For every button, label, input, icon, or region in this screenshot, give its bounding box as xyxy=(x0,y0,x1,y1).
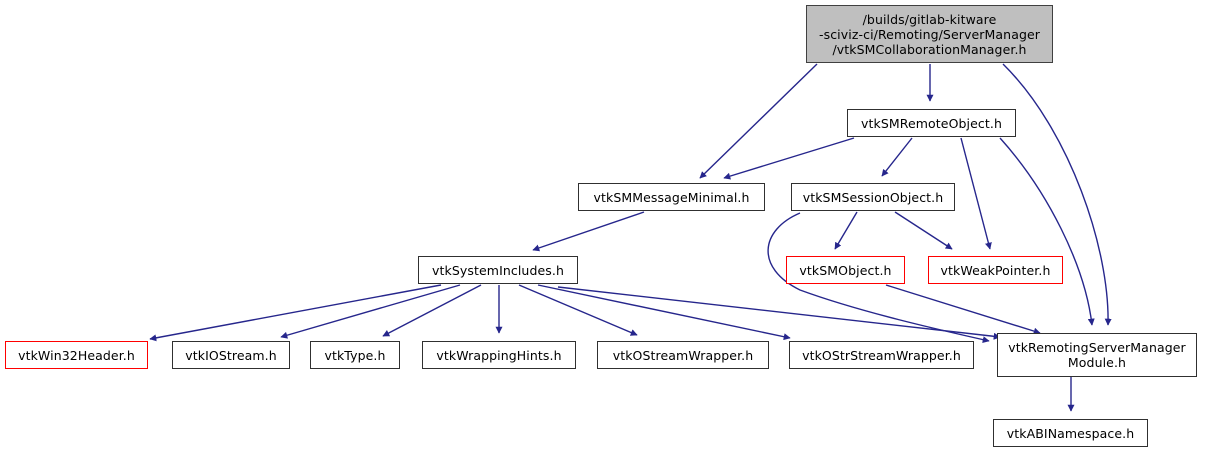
edge-remoteobject-to-modulerh xyxy=(999,137,1095,326)
node-ostrstreamwrapper[interactable]: vtkOStrStreamWrapper.h xyxy=(789,341,974,369)
edge-paths xyxy=(149,63,1112,412)
node-label: vtkRemotingServerManager Module.h xyxy=(1008,340,1186,370)
edge-root-to-messageminimal xyxy=(699,63,818,179)
edge-sessionobject-to-weakpointer xyxy=(894,211,953,250)
node-label: vtkWin32Header.h xyxy=(18,347,135,363)
node-label: /builds/gitlab-kitware -sciviz-ci/Remoti… xyxy=(818,11,1041,57)
node-wrappinghints[interactable]: vtkWrappingHints.h xyxy=(422,341,576,369)
node-label: vtkType.h xyxy=(324,347,386,363)
node-root[interactable]: /builds/gitlab-kitware -sciviz-ci/Remoti… xyxy=(806,5,1053,63)
edge-systemincludes-to-iostream xyxy=(280,284,461,339)
node-win32header[interactable]: vtkWin32Header.h xyxy=(5,341,148,369)
node-label: vtkSMSessionObject.h xyxy=(802,189,944,205)
node-messageminimal[interactable]: vtkSMMessageMinimal.h xyxy=(578,183,765,211)
node-label: vtkWrappingHints.h xyxy=(436,347,562,363)
node-label: vtkIOStream.h xyxy=(185,347,277,363)
node-abinamespace[interactable]: vtkABINamespace.h xyxy=(993,419,1148,447)
node-ostreamwrapper[interactable]: vtkOStreamWrapper.h xyxy=(597,341,769,369)
edge-systemincludes-to-ostrstreamwrapper xyxy=(537,284,791,341)
node-label: vtkSMMessageMinimal.h xyxy=(593,189,750,205)
edge-systemincludes-to-vtktype xyxy=(382,284,482,337)
edge-root-to-modulerh xyxy=(1002,63,1112,326)
edge-smobject-to-modulerh xyxy=(885,284,1041,335)
edge-remoteobject-to-sessionobject xyxy=(881,137,913,177)
edge-sessionobject-to-smobject xyxy=(834,211,858,250)
node-label: vtkSMObject.h xyxy=(799,262,892,278)
edge-remoteobject-to-weakpointer xyxy=(960,137,992,250)
node-label: vtkWeakPointer.h xyxy=(940,262,1051,278)
node-label: vtkSystemIncludes.h xyxy=(432,262,564,278)
node-vtktype[interactable]: vtkType.h xyxy=(310,341,400,369)
node-label: vtkOStrStreamWrapper.h xyxy=(802,347,961,363)
node-sessionobject[interactable]: vtkSMSessionObject.h xyxy=(791,183,955,211)
node-iostream[interactable]: vtkIOStream.h xyxy=(172,341,290,369)
node-label: vtkOStreamWrapper.h xyxy=(612,347,754,363)
edge-systemincludes-to-modulerh xyxy=(557,286,1001,340)
node-modulerh[interactable]: vtkRemotingServerManager Module.h xyxy=(997,333,1197,377)
node-smobject[interactable]: vtkSMObject.h xyxy=(786,256,905,284)
node-label: vtkSMRemoteObject.h xyxy=(861,115,1002,131)
edge-systemincludes-to-win32header xyxy=(149,284,442,342)
node-weakpointer[interactable]: vtkWeakPointer.h xyxy=(928,256,1063,284)
node-remoteobject[interactable]: vtkSMRemoteObject.h xyxy=(847,109,1016,137)
edge-remoteobject-to-messageminimal xyxy=(723,137,855,180)
edge-systemincludes-to-ostreamwrapper xyxy=(518,284,638,336)
node-label: vtkABINamespace.h xyxy=(1006,425,1135,441)
node-systemincludes[interactable]: vtkSystemIncludes.h xyxy=(418,256,578,284)
edge-messageminimal-to-systemincludes xyxy=(532,211,645,252)
